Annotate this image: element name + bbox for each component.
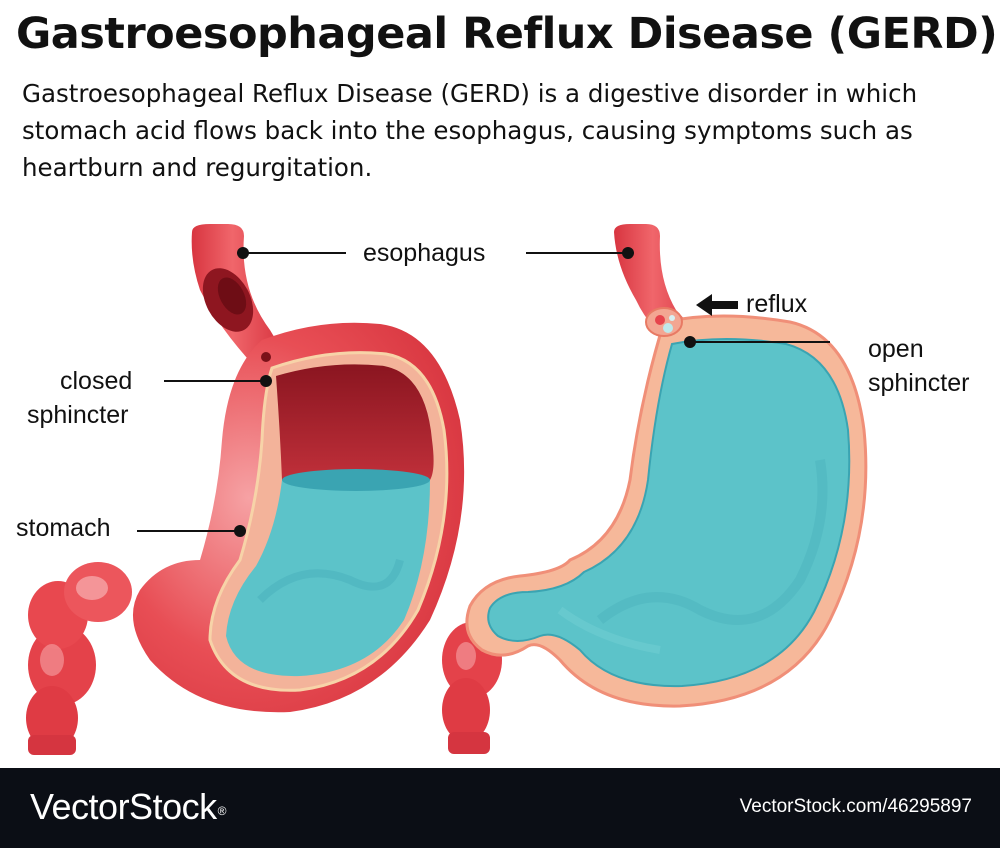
gerd-diagram [26,224,868,755]
left-acid-surface [282,469,430,491]
logo-text: VectorStock [30,786,217,827]
label-open-sphincter-line2: sphincter [868,369,970,397]
label-reflux: reflux [746,290,808,318]
left-stomach-illustration [26,224,465,755]
reflux-arrow-icon [696,294,738,316]
label-closed-sphincter-line1: closed [60,367,133,395]
label-stomach: stomach [16,514,111,542]
label-esophagus: esophagus [363,239,486,267]
callout-dots [234,247,696,537]
label-open-sphincter-line1: open [868,335,924,363]
page-title: Gastroesophageal Reflux Disease (GERD) [16,9,998,59]
footer-bar: VectorStock® VectorStock.com/46295897 [0,768,1000,848]
left-stomach-cavity [276,364,434,480]
right-stomach-acid [487,338,851,688]
vectorstock-logo: VectorStock® [30,782,226,832]
esophagus-left-dot [237,247,249,259]
closed-sphincter-dot [260,375,272,387]
label-closed-sphincter-line2: sphincter [27,401,129,429]
callouts [137,252,830,532]
left-duodenum [26,562,132,755]
stomach-dot [234,525,246,537]
esophagus-right-dot [622,247,634,259]
footer-url: VectorStock.com/46295897 [739,796,972,817]
registered-mark: ® [217,804,227,818]
description-text: Gastroesophageal Reflux Disease (GERD) i… [22,79,918,182]
open-sphincter-dot [684,336,696,348]
right-stomach-illustration [442,224,868,754]
